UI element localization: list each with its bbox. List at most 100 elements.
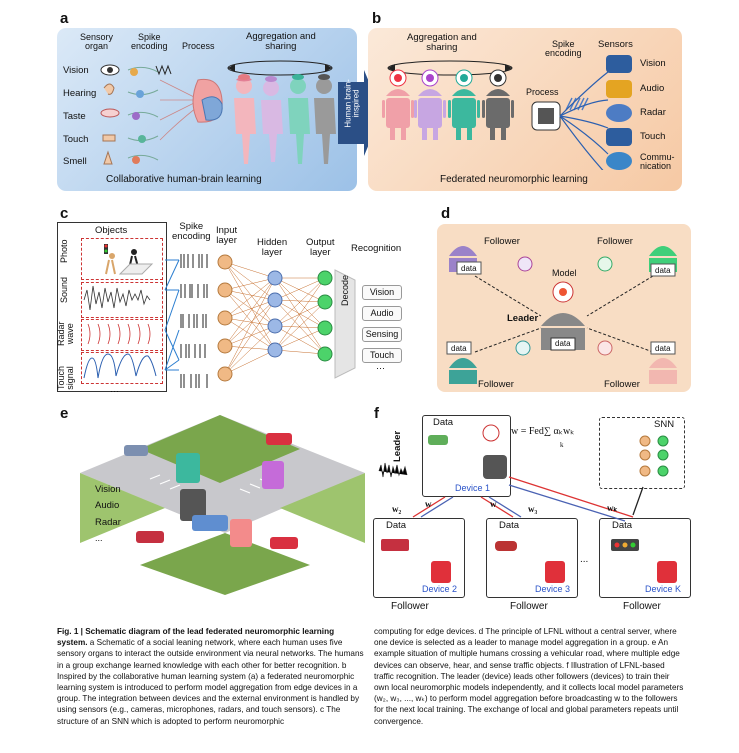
photo-frame	[81, 238, 163, 280]
panel-label-c: c	[60, 205, 69, 222]
panel-label-d: d	[441, 205, 451, 222]
panel-b-footer: Federated neuromorphic learning	[440, 174, 588, 185]
model-label: Model	[552, 268, 577, 278]
panel-a-footer: Collaborative human-brain learning	[106, 174, 262, 185]
chip-and-spike-encoding	[531, 71, 609, 170]
objects-box	[57, 222, 167, 392]
follower-label-device-k: Follower	[623, 601, 661, 612]
spike-encoding-header-c: Spike encoding	[172, 221, 211, 242]
output-vision: Vision	[362, 285, 402, 300]
device-2-label: Device 2	[422, 584, 458, 594]
sense-taste: Taste	[63, 111, 86, 122]
caption-column-1-text: a Schematic of a social leaning network,…	[57, 638, 364, 726]
federated-exchange-illustration	[378, 424, 677, 583]
follower-label-bottom-right: Follower	[604, 379, 640, 390]
device-1-data-label: Data	[433, 417, 454, 428]
row-label-sound: Sound	[59, 276, 69, 303]
data-label-top-left: data	[461, 264, 477, 273]
data-label-bottom-right: data	[655, 344, 671, 353]
speaker-icon	[606, 80, 632, 98]
follower-label-top-left: Follower	[484, 236, 520, 247]
objects-ellipsis: ⋯	[110, 386, 119, 396]
radar-frame	[81, 319, 163, 351]
legend-radar: Radar	[95, 517, 121, 528]
human-group	[226, 66, 336, 176]
android-robots-illustration	[382, 69, 514, 140]
sensor-vision: Vision	[640, 58, 666, 69]
sensory-organ-header: Sensory organ	[80, 32, 114, 52]
aggregation-loop-b	[387, 60, 513, 76]
sensor-radar: Radar	[640, 107, 666, 118]
follower-label-device-2: Follower	[391, 601, 429, 612]
device-k-box	[599, 518, 691, 598]
radar-icon	[606, 104, 632, 122]
device-2-data-label: Data	[386, 520, 407, 531]
row-label-radar: Radar wave	[56, 321, 76, 346]
communication-icon	[606, 152, 632, 170]
camera-icon	[606, 55, 632, 73]
aggregation-loop-a	[227, 60, 333, 76]
device-3-label: Device 3	[535, 584, 571, 594]
sense-hearing: Hearing	[63, 88, 97, 99]
device-k-data-label: Data	[612, 520, 633, 531]
traffic-intersection-illustration	[80, 415, 365, 595]
panel-label-b: b	[372, 10, 382, 27]
spike-encoding-header: Spike encoding	[131, 32, 168, 52]
output-touch: Touch	[362, 348, 402, 363]
snn-inset-label: SNN	[654, 419, 675, 430]
input-layer-header: Input layer	[216, 225, 238, 246]
w3-label: w₃	[528, 504, 538, 514]
aggregation-header-b: Aggregation and sharing	[407, 32, 477, 53]
panel-d-background	[437, 224, 691, 392]
touch-sensor-icon	[606, 128, 632, 146]
w-label-left: w	[425, 499, 432, 509]
caption-column-2: computing for edge devices. d The princi…	[374, 627, 684, 726]
device-2-box	[373, 518, 465, 598]
sensory-organs-neurons-illustration	[100, 64, 223, 165]
humans-illustration	[234, 74, 336, 164]
legend-audio: Audio	[95, 500, 120, 511]
wk-label: wₖ	[607, 503, 618, 513]
output-layer-header: Output layer	[306, 237, 335, 258]
w-label-center: w	[490, 499, 497, 509]
object-signals-illustration	[83, 244, 157, 379]
sensor-audio: Audio	[640, 83, 665, 94]
snn-network-illustration	[164, 254, 356, 388]
panel-label-e: e	[60, 405, 69, 422]
follower-label-top-right: Follower	[597, 236, 633, 247]
output-sensing: Sensing	[362, 327, 402, 342]
follower-label-bottom-left: Follower	[478, 379, 514, 390]
brain-inspired-arrow-label: Human brain- inspired	[343, 79, 361, 128]
device-1-label: Device 1	[455, 483, 491, 493]
device-3-box	[486, 518, 578, 598]
caption-column-1: Fig. 1 | Schematic diagram of the lead f…	[57, 626, 365, 727]
aggregation-formula-sub: k	[560, 441, 564, 449]
device-dots: ...	[580, 554, 589, 565]
device-k-label: Device K	[645, 584, 682, 594]
objects-header: Objects	[95, 225, 128, 236]
aggregation-header-a: Aggregation and sharing	[246, 31, 316, 52]
row-label-photo: Photo	[59, 239, 69, 263]
sensor-touch: Touch	[640, 131, 666, 142]
w2-label: w₂	[392, 504, 402, 514]
touch-frame	[81, 352, 163, 384]
process-header: Process	[182, 41, 215, 51]
data-label-top-right: data	[655, 266, 671, 275]
output-ellipsis: ⋯	[376, 363, 385, 373]
recognition-header: Recognition	[351, 243, 402, 254]
aggregation-formula: w = Fed∑ αₖwₖ	[511, 426, 575, 437]
sense-touch: Touch	[63, 134, 89, 145]
sensors-header: Sensors	[598, 39, 633, 50]
leader-follower-illustration	[446, 246, 677, 384]
leader-label-d: Leader	[507, 313, 539, 324]
sense-smell: Smell	[63, 156, 87, 167]
legend-vision: Vision	[95, 484, 121, 495]
panel-label-a: a	[60, 10, 69, 27]
data-label-bottom-left: data	[451, 344, 467, 353]
panel-label-f: f	[374, 405, 379, 422]
sensor-communication: Commu- nication	[640, 152, 675, 172]
output-audio: Audio	[362, 306, 402, 321]
follower-label-device-3: Follower	[510, 601, 548, 612]
hidden-layer-header: Hidden layer	[257, 237, 288, 258]
caption-title: Fig. 1 | Schematic diagram of the lead f…	[57, 627, 335, 648]
